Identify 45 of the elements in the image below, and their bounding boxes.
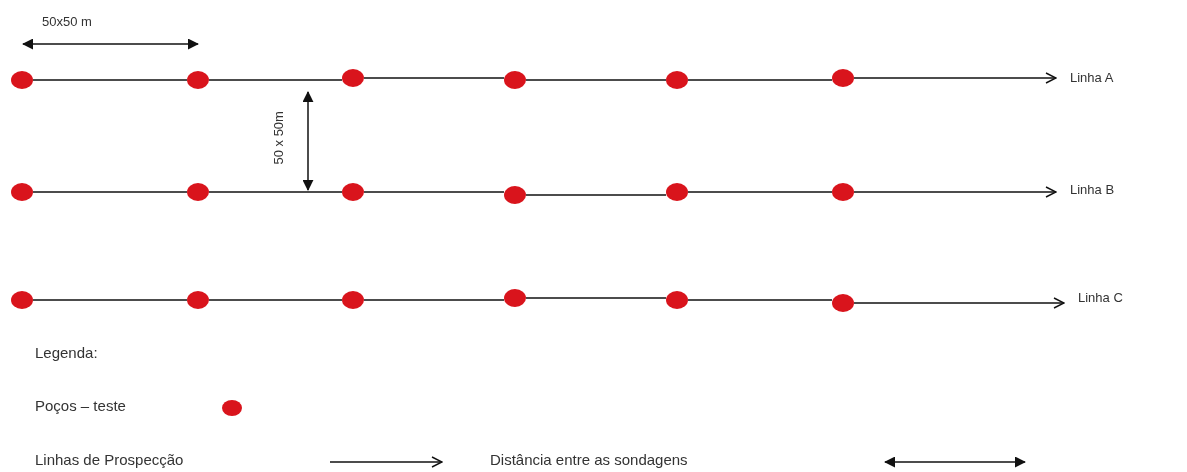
line-label: Linha B	[1070, 182, 1115, 197]
arrow	[853, 297, 1065, 309]
line-segment	[32, 191, 188, 193]
line-segment	[208, 79, 343, 81]
test-pit-dot	[187, 291, 209, 309]
line-segment	[687, 299, 833, 301]
test-pit-dot	[11, 291, 33, 309]
legend-title: Legenda:	[35, 344, 98, 362]
line-segment	[687, 79, 833, 81]
line-segment	[208, 299, 343, 301]
test-pit-dot	[666, 291, 688, 309]
line-segment	[32, 79, 188, 81]
test-pit-dot	[504, 71, 526, 89]
arrow	[853, 186, 1057, 198]
test-pit-dot	[666, 183, 688, 201]
arrow	[853, 72, 1057, 84]
test-pit-dot	[342, 69, 364, 87]
test-pit-dot	[832, 294, 854, 312]
test-pit-dot	[187, 71, 209, 89]
line-segment	[525, 79, 667, 81]
test-pit-dot	[11, 183, 33, 201]
line-segment	[363, 77, 505, 79]
line-segment	[525, 194, 667, 196]
test-pit-dot	[504, 186, 526, 204]
line-segment	[363, 299, 505, 301]
test-pit-dot	[832, 183, 854, 201]
test-pit-dot	[832, 69, 854, 87]
test-pit-dot	[11, 71, 33, 89]
line-segment	[525, 297, 667, 299]
test-pit-dot	[187, 183, 209, 201]
legend-text: Distância entre as sondagens	[490, 451, 688, 469]
legend-text: Linhas de Prospecção	[35, 451, 184, 469]
line-label: Linha A	[1070, 70, 1114, 85]
test-pit-dot	[342, 291, 364, 309]
line-segment	[208, 191, 343, 193]
test-pit-dot	[342, 183, 364, 201]
test-pit-dot	[666, 71, 688, 89]
line-segment	[32, 299, 188, 301]
dimension-label: 50x50 m	[42, 14, 92, 30]
test-pit-dot	[504, 289, 526, 307]
line-segment	[687, 191, 833, 193]
dimension-label: 50 x 50m	[270, 111, 287, 165]
legend-text: Poços – teste	[35, 397, 126, 415]
line-segment	[363, 191, 505, 193]
line-label: Linha C	[1078, 290, 1123, 305]
